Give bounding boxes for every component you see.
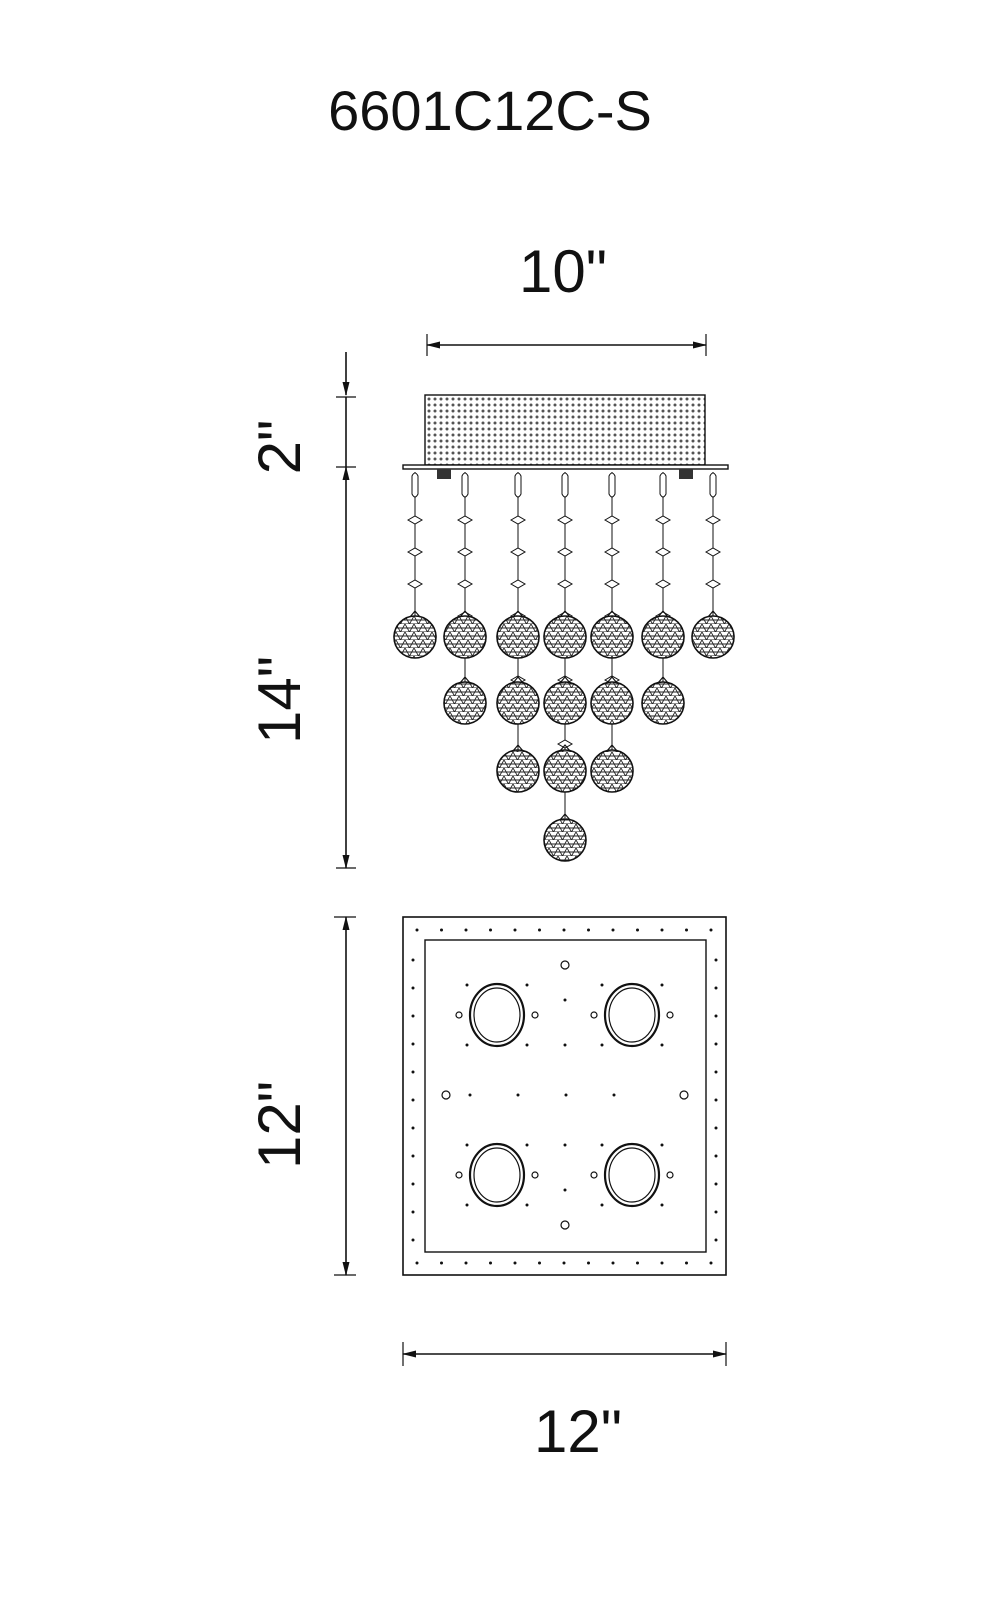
mounting-dot — [516, 1093, 520, 1097]
mounting-dot — [563, 1043, 567, 1047]
left-vertical-dimension-line — [336, 352, 356, 869]
mounting-dot — [411, 1014, 415, 1018]
mounting-dot — [513, 1261, 517, 1265]
mounting-dot — [714, 1154, 718, 1158]
mounting-dot — [411, 1098, 415, 1102]
mounting-dot — [411, 1070, 415, 1074]
crystal-strand — [704, 472, 722, 617]
mounting-dot — [714, 1238, 718, 1242]
socket-ring — [455, 982, 539, 1048]
socket-ring — [590, 1142, 674, 1208]
mounting-dot — [562, 1261, 566, 1265]
mounting-dot — [714, 1014, 718, 1018]
mounting-dots — [411, 928, 718, 1265]
mounting-dot — [660, 928, 664, 932]
mounting-dot — [636, 1261, 639, 1265]
crystal-balls — [393, 610, 735, 862]
mounting-dot — [587, 928, 590, 932]
mounting-dot — [660, 1261, 664, 1265]
screw-hole — [441, 1090, 451, 1100]
screw-hole — [679, 1090, 689, 1100]
top-width-dimension-line — [426, 334, 707, 356]
mounting-dot — [612, 1093, 616, 1097]
mounting-dot — [538, 1261, 541, 1265]
mounting-dot — [714, 1182, 718, 1186]
mounting-dot — [564, 1093, 568, 1097]
mounting-dot — [562, 928, 566, 932]
mounting-dot — [489, 1261, 492, 1265]
mounting-dot — [464, 928, 468, 932]
crystal-ball — [543, 744, 587, 793]
mounting-dot — [636, 928, 639, 932]
base-depth-dimension-line — [334, 916, 356, 1276]
top-width-label: 10" — [519, 238, 607, 305]
model-number-title: 6601C12C-S — [328, 79, 652, 142]
crystal-ball — [691, 610, 735, 659]
screw-hole — [560, 960, 570, 970]
socket-ring — [455, 1142, 539, 1208]
socket-ring — [590, 982, 674, 1048]
mounting-dot — [587, 1261, 590, 1265]
mounting-dot — [415, 928, 419, 932]
canopy-height-label: 2" — [246, 420, 313, 475]
crystal-ball — [496, 610, 540, 659]
drop-height-label: 14" — [246, 656, 313, 744]
canopy — [402, 394, 729, 479]
mounting-dot — [685, 928, 688, 932]
mounting-dot — [411, 986, 415, 990]
mounting-dot — [411, 1182, 415, 1186]
mounting-dot — [411, 1126, 415, 1130]
mounting-dot — [415, 1261, 419, 1265]
crystal-ball — [543, 813, 587, 862]
mounting-dot — [440, 1261, 443, 1265]
mounting-dot — [411, 1210, 415, 1214]
crystal-ball — [543, 610, 587, 659]
base-plate-plan-view — [402, 916, 727, 1276]
crystal-ball — [590, 744, 634, 793]
light-sockets — [455, 982, 674, 1208]
mounting-dot — [611, 928, 615, 932]
crystal-ball — [496, 676, 540, 725]
mounting-dot — [714, 986, 718, 990]
mounting-dot — [714, 1210, 718, 1214]
mounting-dot — [411, 1042, 415, 1046]
crystal-ball — [590, 676, 634, 725]
crystal-ball — [641, 676, 685, 725]
mounting-dot — [563, 1143, 567, 1147]
base-depth-label: 12" — [246, 1081, 313, 1169]
mounting-dot — [714, 1098, 718, 1102]
mounting-dot — [489, 928, 492, 932]
mounting-dot — [709, 1261, 713, 1265]
base-width-dimension-line — [402, 1342, 727, 1366]
mounting-dot — [513, 928, 517, 932]
crystal-strand — [406, 472, 424, 617]
crystal-ball — [443, 610, 487, 659]
mounting-dot — [563, 998, 567, 1002]
crystal-ball — [543, 676, 587, 725]
mounting-dot — [468, 1093, 472, 1097]
screw-hole — [560, 1220, 570, 1230]
mounting-dot — [411, 1154, 415, 1158]
mounting-dot — [685, 1261, 688, 1265]
mounting-dot — [714, 1126, 718, 1130]
crystal-ball — [443, 676, 487, 725]
mounting-dot — [611, 1261, 615, 1265]
crystal-ball — [393, 610, 437, 659]
base-width-label: 12" — [534, 1398, 622, 1465]
mounting-dot — [538, 928, 541, 932]
mounting-dot — [440, 928, 443, 932]
mounting-dot — [714, 1042, 718, 1046]
crystal-ball — [590, 610, 634, 659]
mounting-dot — [464, 1261, 468, 1265]
crystal-ball — [641, 610, 685, 659]
mounting-dot — [709, 928, 713, 932]
mounting-dot — [411, 958, 415, 962]
mounting-dot — [714, 1070, 718, 1074]
mounting-dot — [563, 1188, 567, 1192]
mounting-dot — [411, 1238, 415, 1242]
mounting-dot — [714, 958, 718, 962]
crystal-ball — [496, 744, 540, 793]
